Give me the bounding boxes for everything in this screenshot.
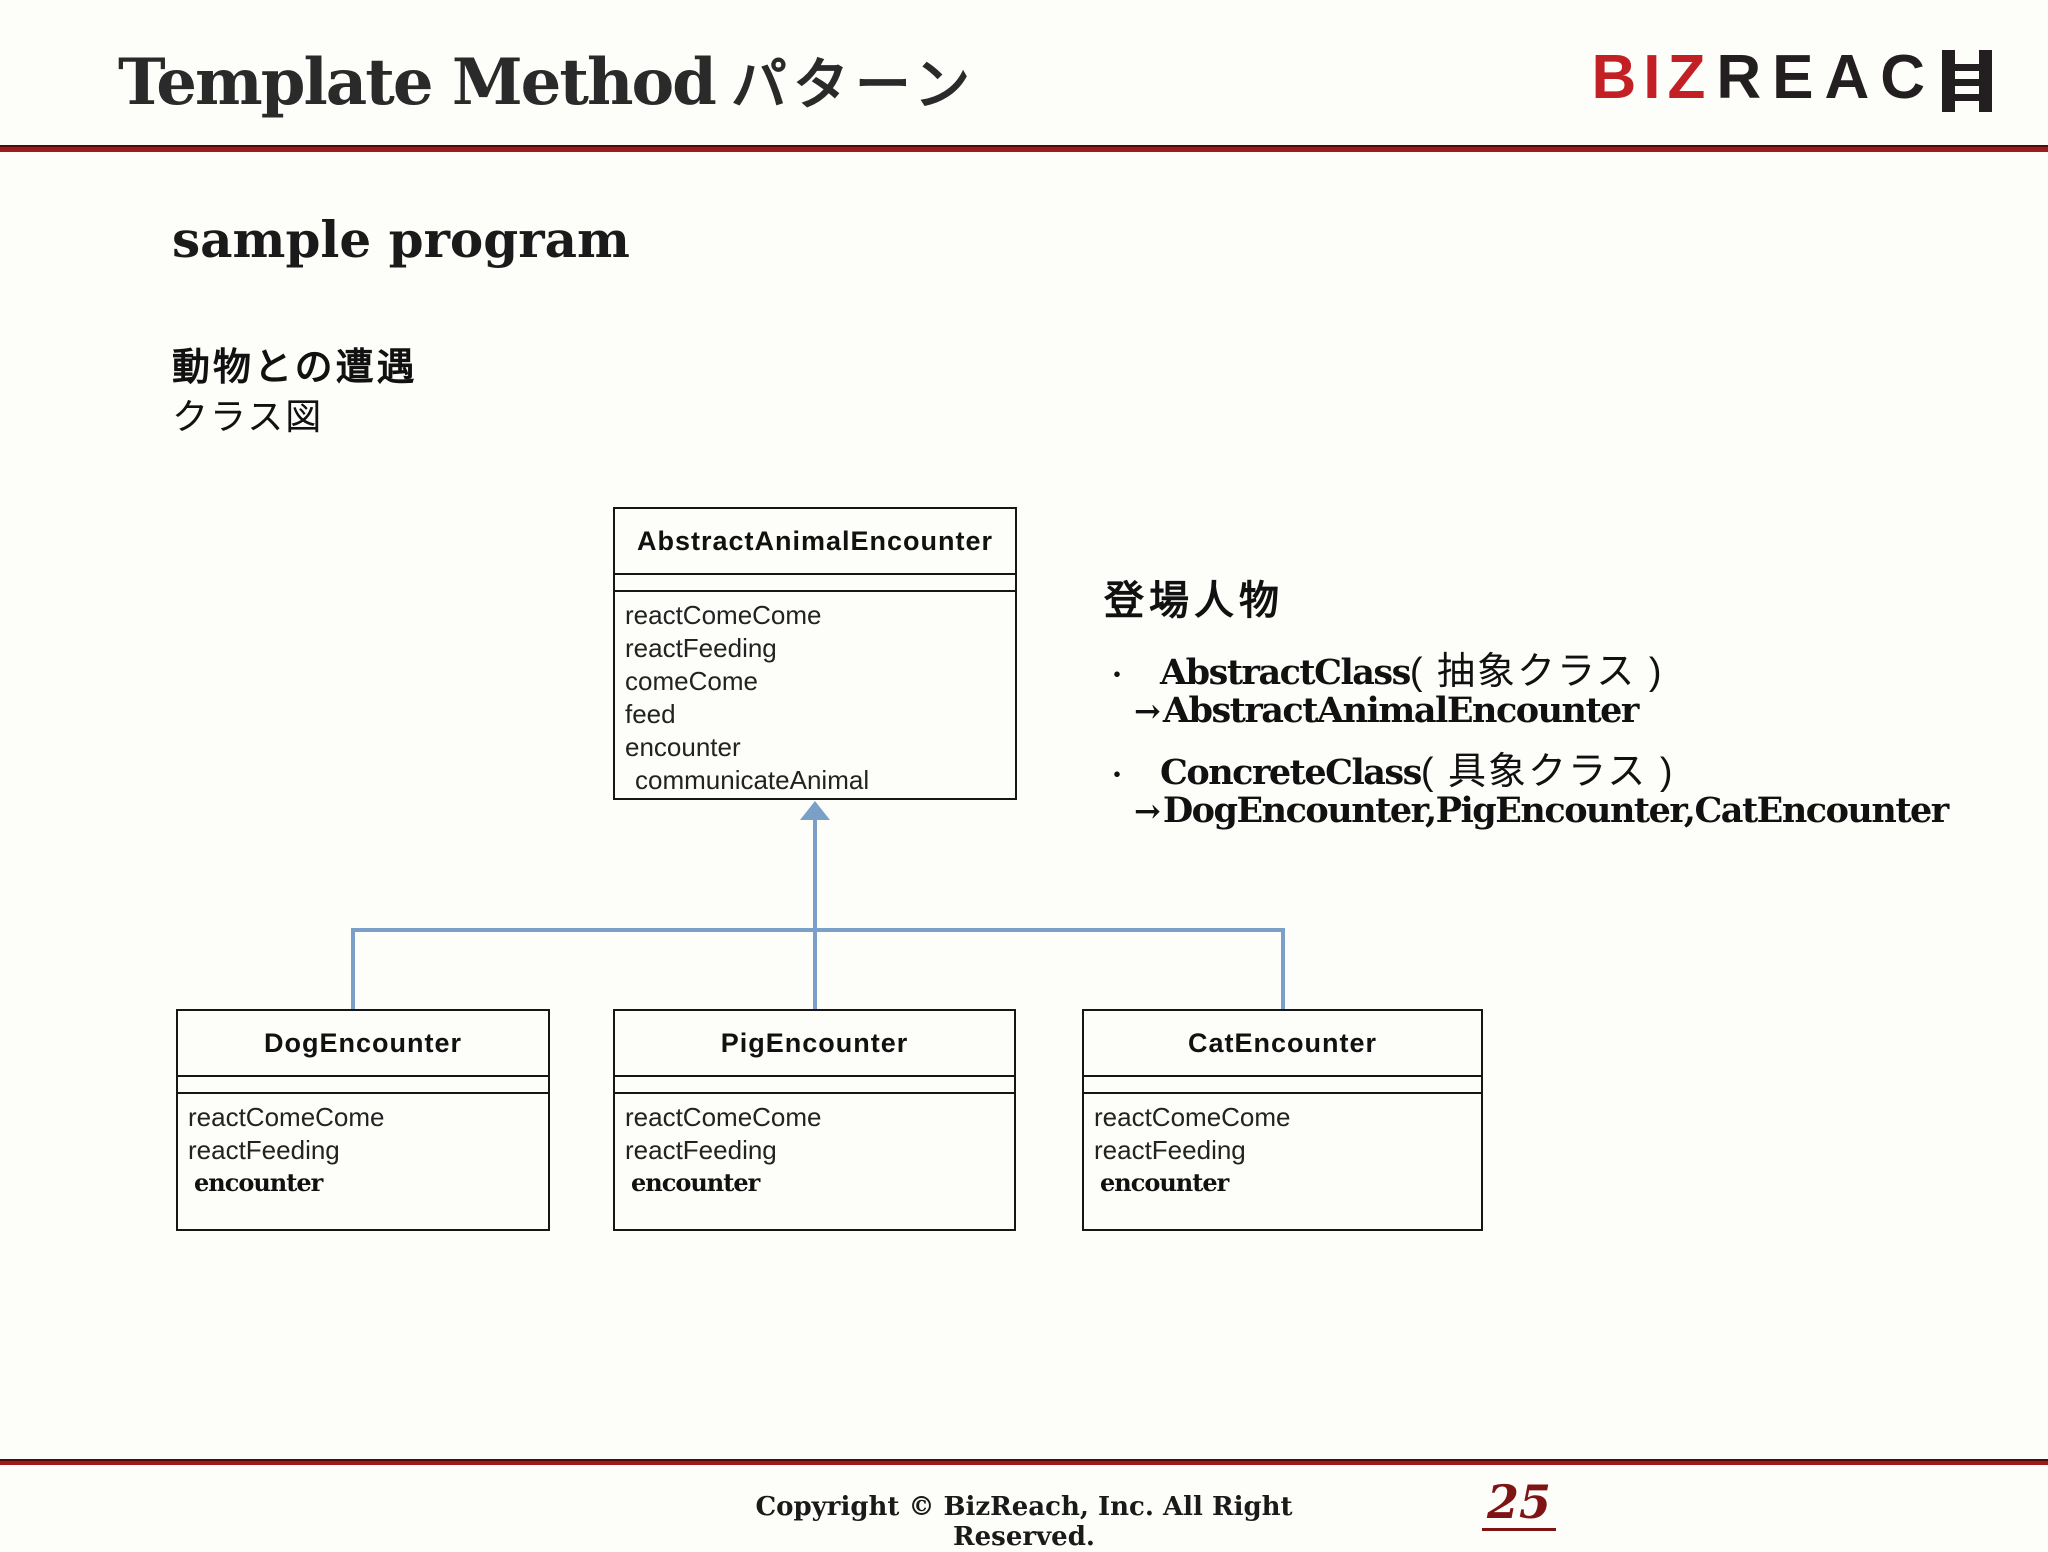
methods-compartment: reactComeCome reactFeeding comeCome feed…	[615, 592, 1015, 797]
copyright-text: Copyright © BizReach, Inc. All Right Res…	[755, 1492, 1293, 1552]
logo-reach-text: REAC	[1716, 43, 1936, 112]
template-method-label: encounter	[631, 1168, 760, 1197]
class-name: AbstractAnimalEncounter	[615, 509, 1015, 575]
cast-heading: 登場人物	[1104, 579, 1284, 623]
cast-item-latin: ConcreteClass	[1160, 752, 1422, 793]
ladder-rung	[1955, 64, 1979, 71]
method-label: reactFeeding	[188, 1135, 340, 1165]
attributes-compartment	[1084, 1077, 1481, 1094]
method-label: feed	[625, 699, 676, 729]
method-label: reactComeCome	[1094, 1102, 1291, 1132]
cast-item-abstract-impl: → AbstractAnimalEncounter	[1134, 690, 1784, 740]
cast-item-latin: AbstractAnimalEncounter	[1162, 690, 1640, 731]
method-label: reactComeCome	[625, 600, 822, 630]
method-label: reactFeeding	[1094, 1135, 1246, 1165]
header-divider-rule	[0, 145, 2048, 152]
cast-item-jp: ( 抽象クラス )	[1409, 651, 1664, 693]
page-title-suffix: パターン	[730, 53, 977, 116]
cast-item-jp: ( 具象クラス )	[1420, 751, 1675, 793]
connector-vertical-center	[813, 805, 817, 1010]
topic-title: 動物との遭遇	[172, 347, 418, 389]
ladder-rung	[1955, 94, 1979, 101]
class-box-pig-encounter: PigEncounter reactComeCome reactFeeding …	[613, 1009, 1016, 1231]
method-label: reactComeCome	[625, 1102, 822, 1132]
class-box-cat-encounter: CatEncounter reactComeCome reactFeeding …	[1082, 1009, 1483, 1231]
class-name: CatEncounter	[1084, 1011, 1481, 1077]
cast-item-concrete-class: ・ ConcreteClass ( 具象クラス )	[1104, 740, 1784, 793]
methods-compartment: reactComeCome reactFeeding encounter	[615, 1094, 1014, 1199]
connector-vertical-right	[1281, 928, 1285, 1010]
method-label: comeCome	[625, 666, 758, 696]
class-box-abstract-animal-encounter: AbstractAnimalEncounter reactComeCome re…	[613, 507, 1017, 800]
attributes-compartment	[615, 1077, 1014, 1094]
cast-item-concrete-impl: → DogEncounter,PigEncounter,CatEncounter	[1134, 790, 1949, 840]
bullet-icon: ・	[1104, 760, 1131, 790]
method-label: encounter	[625, 732, 741, 762]
page-number: 25	[1482, 1478, 1557, 1532]
cast-section: 登場人物 ・ AbstractClass ( 抽象クラス ) → Abstrac…	[1104, 568, 1949, 840]
ladder-rung	[1955, 79, 1979, 86]
connector-vertical-left	[351, 928, 355, 1010]
connector-horizontal	[351, 928, 1285, 932]
bullet-icon: ・	[1104, 660, 1131, 690]
page-title-main: Template Method	[118, 45, 717, 120]
template-method-label: encounter	[194, 1168, 323, 1197]
footer-divider-rule	[0, 1459, 2048, 1465]
class-name: PigEncounter	[615, 1011, 1014, 1077]
attributes-compartment	[178, 1077, 548, 1094]
class-box-dog-encounter: DogEncounter reactComeCome reactFeeding …	[176, 1009, 550, 1231]
method-label: reactComeCome	[188, 1102, 385, 1132]
topic-subtitle: クラス図	[172, 396, 324, 437]
cast-item-abstract-class: ・ AbstractClass ( 抽象クラス )	[1104, 640, 1784, 693]
method-label: communicateAnimal	[635, 765, 870, 795]
method-label: reactFeeding	[625, 1135, 777, 1165]
arrow-icon: →	[1134, 792, 1161, 830]
methods-compartment: reactComeCome reactFeeding encounter	[1084, 1094, 1481, 1199]
section-heading: sample program	[172, 210, 630, 269]
logo-biz-text: BIZ	[1591, 43, 1713, 112]
logo-ladder-h-icon	[1942, 50, 1992, 112]
methods-compartment: reactComeCome reactFeeding encounter	[178, 1094, 548, 1199]
bizreach-logo: BIZ REAC	[1591, 42, 1992, 113]
attributes-compartment	[615, 575, 1015, 592]
cast-item-latin: DogEncounter,PigEncounter,CatEncounter	[1162, 790, 1949, 831]
class-name: DogEncounter	[178, 1011, 548, 1077]
cast-item-latin: AbstractClass	[1160, 652, 1411, 693]
method-label: reactFeeding	[625, 633, 777, 663]
arrow-icon: →	[1134, 692, 1161, 730]
template-method-label: encounter	[1100, 1168, 1229, 1197]
